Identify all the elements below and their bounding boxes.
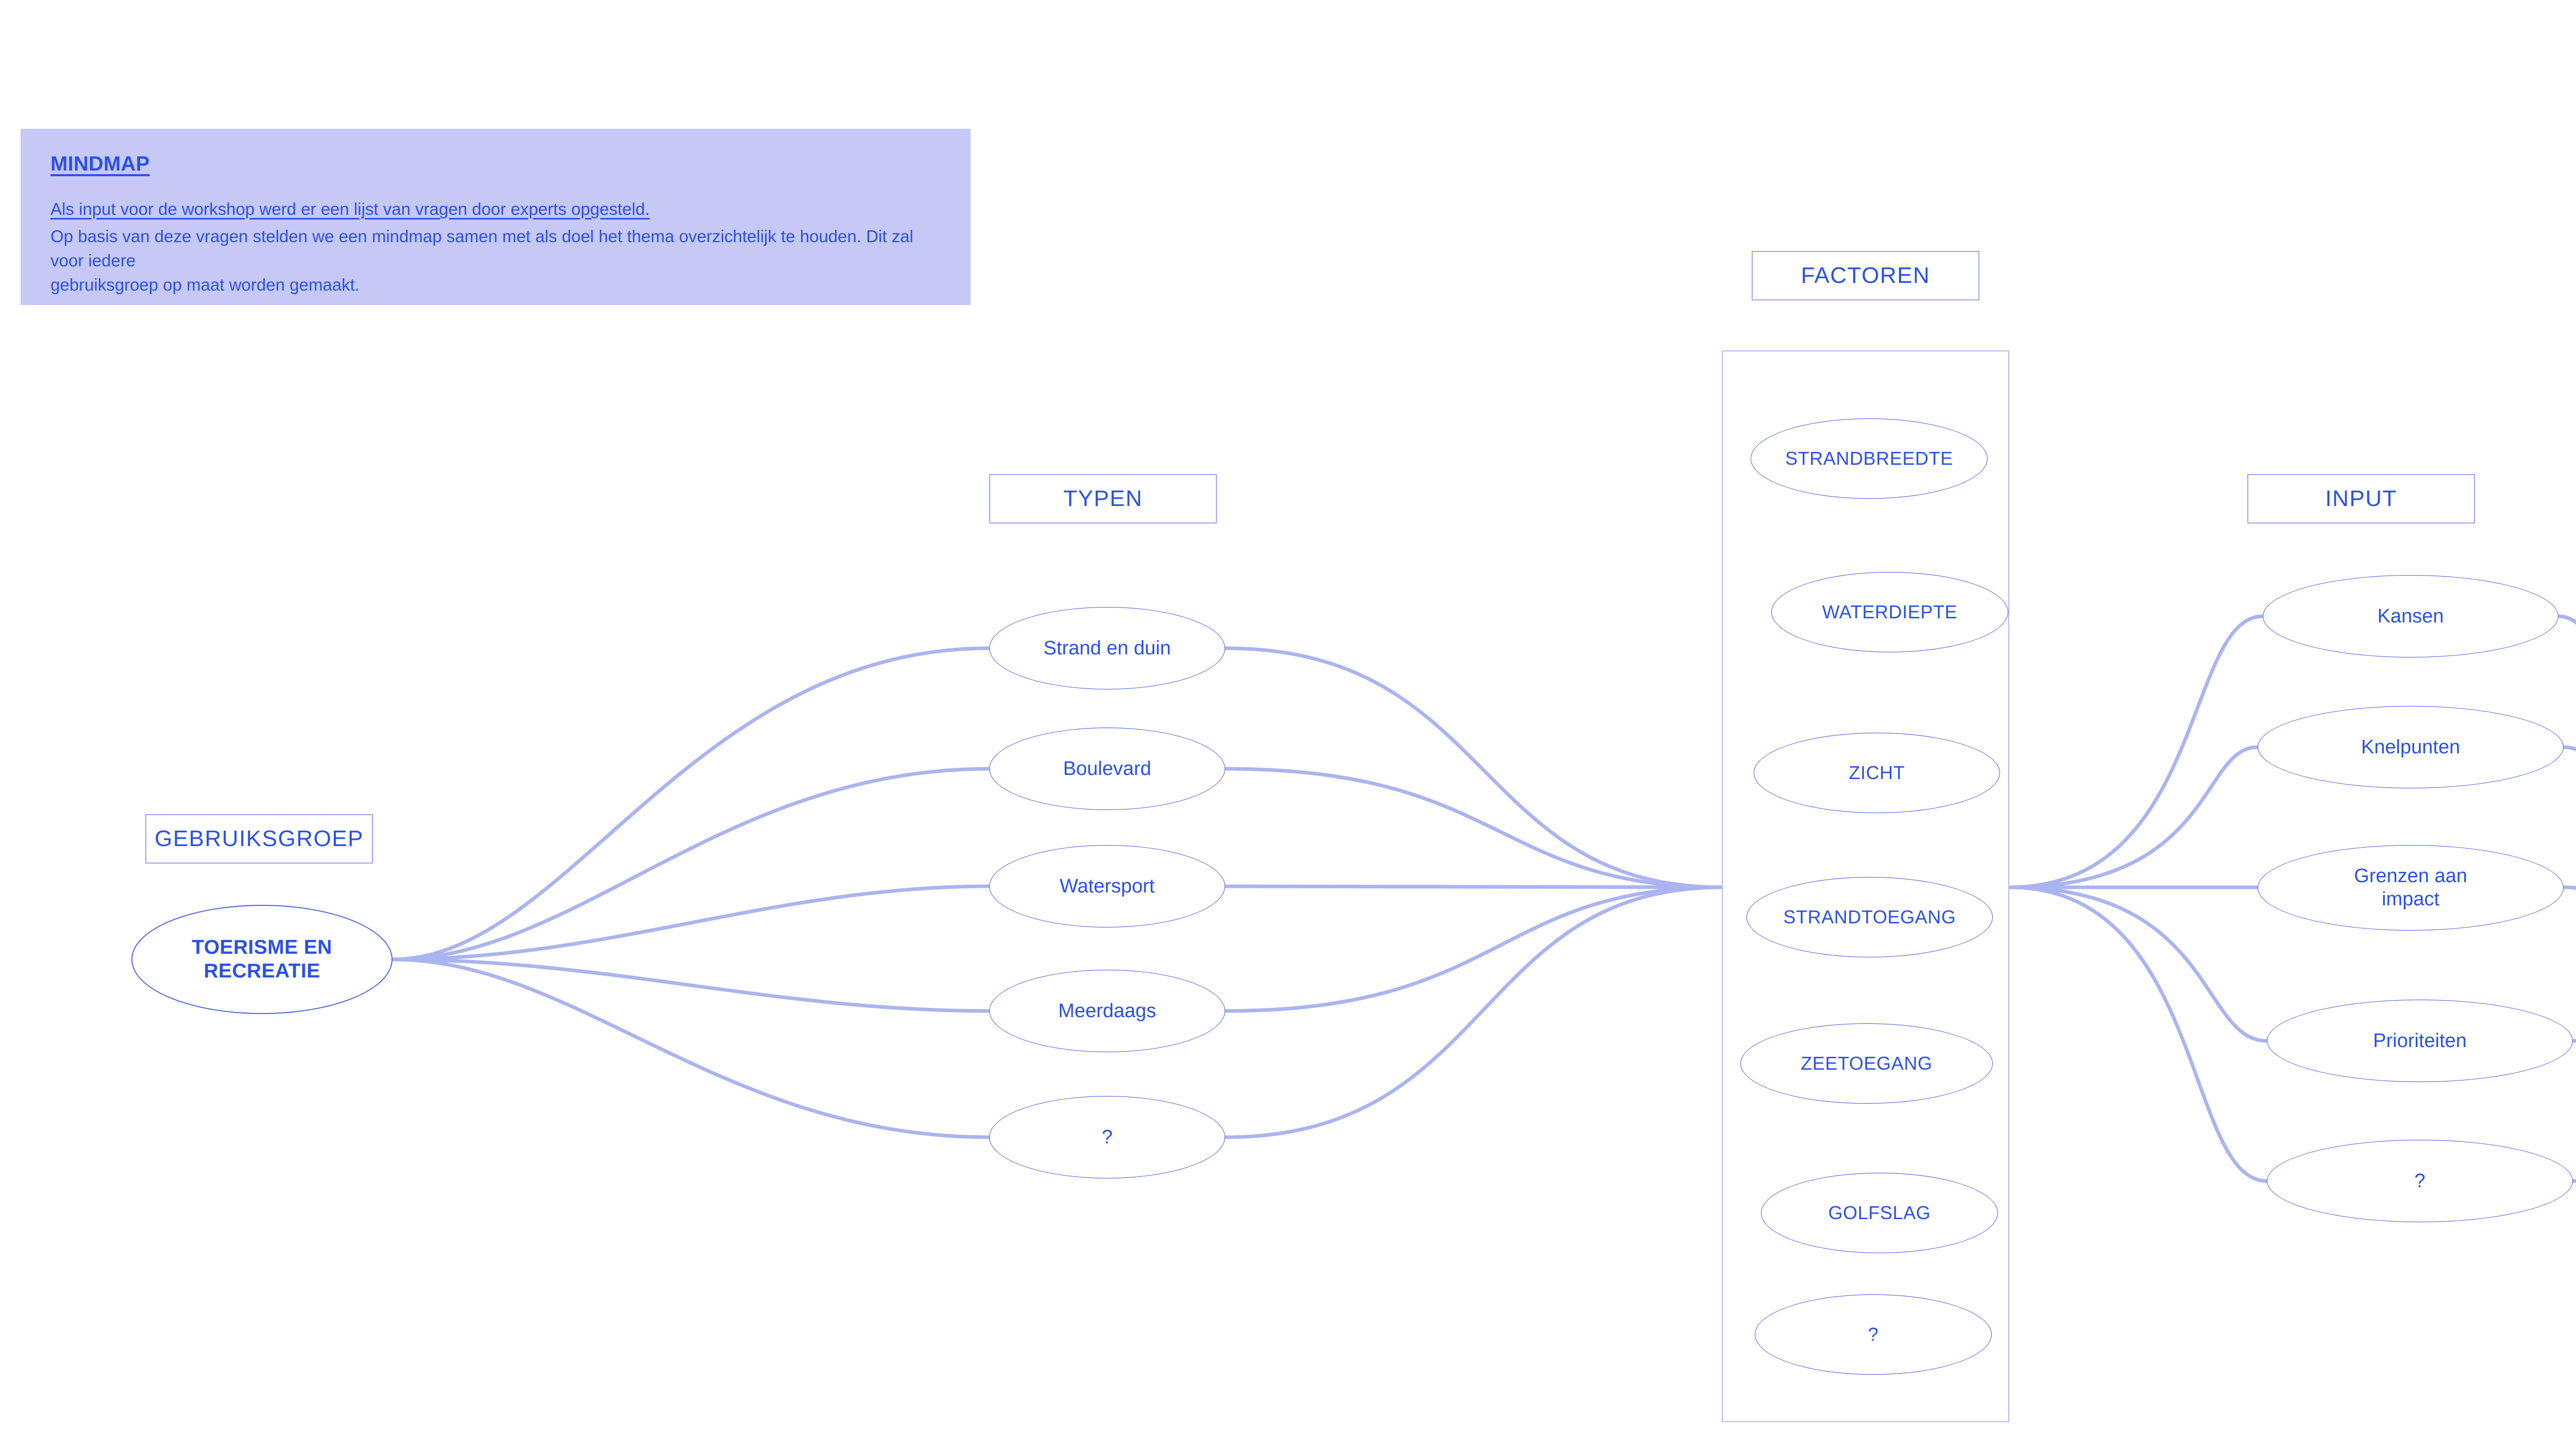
input-node-knelpunten[interactable]: Knelpunten [2258, 706, 2564, 788]
factoren-node-strandbreedte[interactable]: STRANDBREEDTE [1751, 418, 1988, 499]
edge-root-to-typen-3 [391, 884, 991, 961]
edge-root-to-typen-4 [391, 957, 991, 1013]
edge-typen-3-to-factoren [1223, 884, 1724, 889]
mindmap-note-line-1: Als input voor de workshop werd er een l… [50, 199, 650, 218]
mindmap-note-box: MINDMAP Als input voor de workshop werd … [21, 129, 971, 305]
category-label-gebruiksgroep[interactable]: GEBRUIKSGROEP [145, 814, 373, 864]
edge-typen-4-to-factoren [1223, 885, 1724, 1013]
input-node-grenzen-line-1: Grenzen aan [2354, 865, 2467, 887]
category-label-typen[interactable]: TYPEN [989, 474, 1217, 524]
factoren-node-waterdiepte[interactable]: WATERDIEPTE [1771, 572, 2008, 652]
category-label-factoren[interactable]: FACTOREN [1752, 251, 1979, 300]
mindmap-note-line-2: Op basis van deze vragen stelden we een … [50, 226, 913, 270]
edge-root-to-typen-1 [391, 646, 991, 961]
typen-node-unknown[interactable]: ? [989, 1096, 1225, 1178]
edge-typen-2-to-factoren [1223, 767, 1724, 889]
edge-root-to-typen-2 [391, 767, 991, 961]
input-node-grenzen-aan-impact[interactable]: Grenzen aan impact [2258, 845, 2564, 931]
input-node-prioriteiten[interactable]: Prioriteiten [2267, 1000, 2573, 1082]
input-node-kansen[interactable]: Kansen [2263, 575, 2558, 657]
typen-node-watersport[interactable]: Watersport [989, 845, 1225, 927]
edge-input-2-to-outcome [2562, 745, 2576, 752]
root-node-line-1: TOERISME EN [192, 936, 332, 958]
factoren-node-zeetoegang[interactable]: ZEETOEGANG [1740, 1023, 1993, 1104]
factoren-node-unknown[interactable]: ? [1755, 1294, 1992, 1375]
edge-root-to-typen-5 [391, 957, 991, 1139]
edge-factoren-to-input-2 [2007, 745, 2260, 889]
factoren-node-golfslag[interactable]: GOLFSLAG [1761, 1173, 1998, 1253]
mindmap-note-line-3: gebruiksgroep op maat worden gemaakt. [50, 275, 360, 294]
typen-node-strand-en-duin[interactable]: Strand en duin [989, 607, 1225, 689]
edge-factoren-to-input-4 [2007, 885, 2269, 1043]
edge-factoren-to-input-1 [2007, 614, 2265, 889]
factoren-node-strandtoegang[interactable]: STRANDTOEGANG [1747, 877, 1993, 957]
mindmap-note-title: MINDMAP [50, 153, 150, 175]
factoren-node-zicht[interactable]: ZICHT [1754, 733, 2000, 813]
input-node-unknown[interactable]: ? [2267, 1140, 2573, 1222]
edge-factoren-to-input-5 [2007, 885, 2269, 1183]
typen-node-boulevard[interactable]: Boulevard [989, 728, 1225, 810]
root-node-line-2: RECREATIE [204, 960, 320, 982]
input-node-grenzen-line-2: impact [2382, 888, 2439, 910]
edge-input-5-to-outcome [2571, 1178, 2576, 1183]
typen-node-meerdaags[interactable]: Meerdaags [989, 970, 1225, 1052]
edge-typen-1-to-factoren [1223, 646, 1724, 889]
edge-typen-5-to-factoren [1223, 885, 1724, 1139]
category-label-input[interactable]: INPUT [2247, 474, 2475, 524]
edge-input-4-to-outcome [2571, 1038, 2576, 1043]
root-node-toerisme-en-recreatie[interactable]: TOERISME EN RECREATIE [131, 905, 393, 1014]
edge-input-3-to-outcome [2562, 885, 2576, 890]
